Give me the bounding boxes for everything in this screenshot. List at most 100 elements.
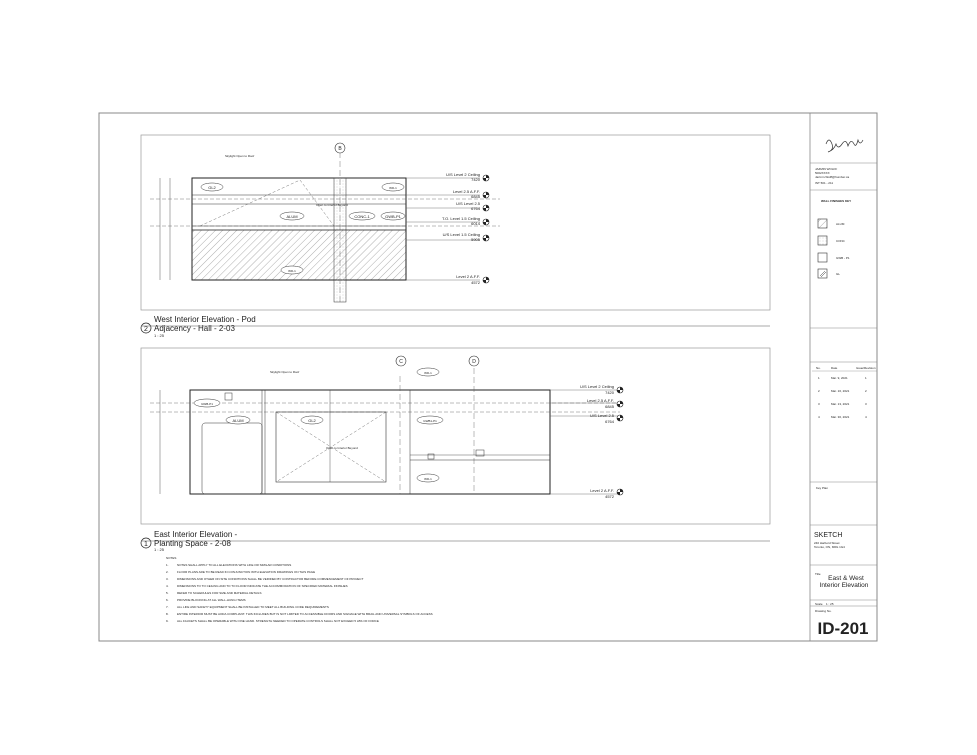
east-level-3-name: Level 2 A.F.F.	[590, 488, 614, 493]
scale-label: Scale	[815, 602, 823, 606]
east-level-0-name: U/S Level 2 Ceiling	[580, 384, 614, 389]
east-level-2-elev: 6764	[605, 419, 615, 424]
east-level-1-elev: 6845	[605, 404, 615, 409]
west-tag-conc: CONC-1	[354, 214, 370, 219]
sheet-title-line1: East & West	[828, 575, 864, 582]
notes-heading: NOTES	[166, 556, 176, 560]
west-view-title-line2: Adjacency - Hall - 2-03	[154, 324, 235, 333]
title-block: JAZMIN WOLFF 5002XXXX Jazmin.Wolff@humbe…	[810, 138, 877, 638]
legend-swatch-gwb	[817, 252, 828, 263]
east-level-2-name: U/S Level 2.5	[590, 413, 615, 418]
project-name: SKETCH	[814, 532, 842, 539]
east-view-title-line2: Planting Space - 2-08	[154, 539, 231, 548]
revision-no: 1	[818, 376, 820, 380]
note-number: 9.	[166, 619, 169, 623]
grid-bubble-c-label: C	[399, 359, 403, 365]
note-number: 1.	[166, 563, 169, 567]
grid-bubble-b	[334, 142, 346, 154]
legend-swatch-conc	[817, 235, 828, 246]
west-level-3-name: T.O. Level 1.5 Ceiling	[442, 216, 480, 221]
east-level-3-elev: 4572	[605, 494, 615, 499]
revision-issue: 2	[865, 389, 867, 393]
east-tag-gwb: GWB-P1	[201, 402, 213, 406]
west-view-number: 2	[144, 326, 148, 333]
note-item: REFER TO SCHEDULES FOR SIZE AND MATERIAL…	[177, 591, 262, 595]
east-tag-wd1-top: WD-1	[424, 371, 432, 375]
west-level-1-elev: 6845	[471, 194, 481, 199]
revision-issue: 4	[865, 415, 867, 419]
key-plan-label: Key Plan	[816, 486, 828, 490]
grid-bubble-d	[468, 355, 480, 367]
note-number: 8.	[166, 612, 169, 616]
revision-date: Mar. 16, 2021	[831, 389, 850, 393]
east-tag-gl2: GL2	[308, 418, 316, 423]
legend-label-alum: ALUM	[836, 222, 845, 226]
note-item: NOTES SHALL APPLY TO ALL ELEVATIONS WITH…	[177, 563, 291, 567]
revision-issue: 1	[865, 376, 867, 380]
west-level-3-elev: 6014	[471, 221, 481, 226]
sheet-title-label: Title	[815, 572, 821, 576]
west-level-0-elev: 7420	[471, 177, 481, 182]
note-item: DIMENSIONS TO TO CEILING AND TO TO FLOOR…	[177, 584, 348, 588]
west-tag-wd1-top: WD-1	[389, 186, 397, 190]
east-wall-outline	[189, 389, 551, 495]
west-level-4-name: U/S Level 1.5 Ceiling	[443, 232, 480, 237]
east-level-markers: U/S Level 2 Ceiling 7420 Level 2.5 A.F.F…	[580, 384, 624, 499]
east-skylight-note: Skylight Open to Roof	[270, 370, 299, 374]
note-number: 6.	[166, 598, 169, 602]
east-level-0-elev: 7420	[605, 390, 615, 395]
revision-date: Mar. 9, 2021	[831, 376, 848, 380]
note-item: ALL LIFE AND SAFETY EQUIPMENT SHALL BE I…	[177, 605, 329, 609]
revision-issue: 3	[865, 402, 867, 406]
designer-line-2: Jazmin.Wolff@humber.ca	[815, 175, 849, 179]
general-notes: NOTES 1. NOTES SHALL APPLY TO ALL ELEVATI…	[166, 556, 433, 623]
west-level-0-name: U/S Level 2 Ceiling	[446, 172, 480, 177]
revision-date: Mar. 30, 2021	[831, 415, 850, 419]
note-number: 3.	[166, 577, 169, 581]
revision-header-issue: Issue/Revision	[856, 366, 876, 370]
designer-line-3: INT 501 - 211	[815, 181, 833, 185]
note-number: 7.	[166, 605, 169, 609]
address-line2: Toronto, ON, M6G 1G4	[814, 545, 845, 549]
grid-bubble-b-label: B	[338, 146, 342, 152]
east-tag-alum: ALUM	[232, 418, 243, 423]
east-view-title-line1: East Interior Elevation -	[154, 530, 237, 539]
east-view-scale: 1 : 25	[154, 547, 165, 552]
east-view-title: 1 East Interior Elevation - Planting Spa…	[140, 530, 770, 552]
revision-header-no: No.	[816, 366, 821, 370]
sheet-title-line2: Interior Elevation	[820, 582, 869, 589]
drawing-number: ID-201	[817, 619, 868, 638]
grid-bubble-d-label: D	[472, 359, 476, 365]
west-level-4-elev: 5905	[471, 237, 481, 242]
west-level-2-elev: 6764	[471, 206, 481, 211]
west-open-note: Open to Interior Beyond	[316, 203, 348, 207]
west-wall-outline	[191, 177, 407, 281]
revision-no: 2	[818, 389, 820, 393]
east-tag-gwb1: GWB1-P1	[423, 419, 437, 423]
west-tag-alum: ALUM	[286, 214, 297, 219]
east-tag-wd1-bottom: WD-1	[424, 477, 432, 481]
west-level-5-elev: 4572	[471, 280, 481, 285]
scale-value: 1 : 25	[826, 602, 834, 606]
sheet-border	[98, 112, 878, 642]
note-item: FLOOR PLANS ARE TO BE READ IN CONJUNCTIO…	[177, 570, 315, 574]
west-material-tags: GL2 ALUM CONC-1 GWB-P1 WD-1 WD-1	[200, 182, 406, 275]
drawing-no-label: Drawing No.	[815, 609, 832, 613]
note-item: DIMENSIONS AND OTHER ON SITE CONDITIONS …	[177, 577, 364, 581]
designer-line-1: 5002XXXX	[815, 171, 830, 175]
east-level-1-name: Level 2.5 A.F.F.	[587, 398, 614, 403]
revision-no: 4	[818, 415, 820, 419]
west-level-5-name: Level 2 A.F.F.	[456, 274, 480, 279]
elevation-east: C D Skylight Open to Roof Open to Interi…	[140, 347, 771, 552]
west-view-title-line1: West Interior Elevation - Pod	[154, 315, 256, 324]
west-tag-wd1-bottom: WD-1	[288, 269, 296, 273]
east-glazing-panel	[275, 411, 387, 483]
grid-bubble-c	[395, 355, 407, 367]
west-view-scale: 1 : 25	[154, 333, 165, 338]
east-open-note: Open to Interior Beyond	[326, 446, 358, 450]
east-view-number: 1	[144, 541, 148, 548]
west-level-markers: U/S Level 2 Ceiling 7420 Level 2.5 A.F.F…	[442, 172, 490, 285]
note-item: ENTIRE INTERIOR MUST BE AODA COMPLIANT. …	[177, 612, 433, 616]
designer-signature	[825, 138, 864, 153]
